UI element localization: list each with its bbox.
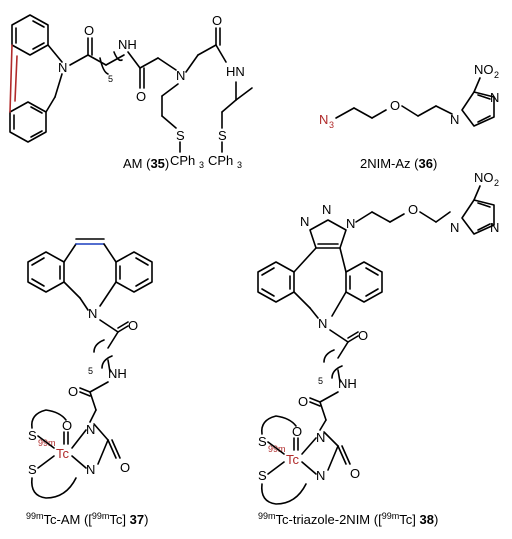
atom-s-35b: S <box>218 128 227 143</box>
benzene-ring-bottom <box>9 101 47 143</box>
alkyne-bond-highlight <box>9 44 13 113</box>
atom-n-38-im3: N <box>490 220 499 235</box>
caption-35: AM (35) <box>123 156 169 171</box>
compound-37-structure: N O 5 NH O N 99m Tc O S S N O <box>27 238 153 499</box>
svg-text:2: 2 <box>494 70 499 80</box>
atom-nh-37: NH <box>108 366 127 381</box>
atom-n-38c: N <box>316 468 325 483</box>
benzene-ring-38-right <box>345 261 383 303</box>
atom-o-36: O <box>390 98 400 113</box>
compound-38-structure: N N N O N N NO 2 N <box>257 170 499 505</box>
atom-o-38b: O <box>298 394 308 409</box>
atom-o-37a: O <box>128 318 138 333</box>
benzene-ring-37-right <box>115 251 153 293</box>
benzene-ring-top <box>11 14 49 56</box>
imidazole-ring-38 <box>461 199 495 235</box>
atom-o-37b: O <box>68 384 78 399</box>
azide-group: N <box>319 112 328 127</box>
compound-36-structure: N 3 O N N NO 2 <box>319 62 499 130</box>
atom-n-37b: N <box>86 422 95 437</box>
nitro-group-38: NO <box>474 170 494 185</box>
atom-n-37: N <box>88 306 97 321</box>
atom-n-38-tz3: N <box>346 216 355 231</box>
caption-36: 2NIM-Az (36) <box>360 156 437 171</box>
svg-text:3: 3 <box>199 160 204 170</box>
atom-o-35a: O <box>84 23 94 38</box>
atom-n-38b: N <box>316 430 325 445</box>
caption-37: 99mTc-AM ([99mTc] 37) <box>26 511 148 527</box>
atom-s-35a: S <box>176 128 185 143</box>
atom-n-37c: N <box>86 462 95 477</box>
caption-38: 99mTc-triazole-2NIM ([99mTc] 38) <box>258 511 438 527</box>
atom-cph3-35b: CPh <box>208 153 233 168</box>
atom-nh-38: NH <box>338 376 357 391</box>
atom-n-35: N <box>58 60 67 75</box>
atom-s-37b: S <box>28 462 37 477</box>
svg-text:3: 3 <box>237 160 242 170</box>
atom-o-35b: O <box>136 89 146 104</box>
svg-text:2: 2 <box>494 178 499 188</box>
atom-o-38-oxo: O <box>292 424 302 439</box>
atom-n3-36: N <box>490 90 499 105</box>
nitro-group-36: NO <box>474 62 494 77</box>
atom-hn-35: HN <box>226 64 245 79</box>
atom-s-38b: S <box>258 468 267 483</box>
atom-o-38a: O <box>358 328 368 343</box>
technetium-38: Tc <box>286 452 300 467</box>
compound-35-structure: N O 5 NH O N O HN S CPh 3 <box>9 13 253 170</box>
atom-o-37c: O <box>120 460 130 475</box>
atom-o-35c: O <box>212 13 222 28</box>
benzene-ring-37-left <box>27 251 65 293</box>
subscript-five-38: 5 <box>318 376 323 386</box>
triazole-ring-38 <box>309 219 347 249</box>
atom-n-38-tz2: N <box>322 202 331 217</box>
technetium-37: Tc <box>56 446 70 461</box>
atom-s-37a: S <box>28 428 37 443</box>
atom-o-38-ether: O <box>408 202 418 217</box>
svg-text:3: 3 <box>329 120 334 130</box>
atom-cph3-35a: CPh <box>170 153 195 168</box>
atom-s-38a: S <box>258 434 267 449</box>
atom-nh-35: NH <box>118 37 137 52</box>
imidazole-ring-36 <box>461 91 495 127</box>
atom-n-38-im1: N <box>450 220 459 235</box>
atom-o-38c: O <box>350 466 360 481</box>
atom-o-37-oxo: O <box>62 418 72 433</box>
atom-n1-36: N <box>450 112 459 127</box>
atom-n-38: N <box>318 316 327 331</box>
atom-n-38-tz1: N <box>300 214 309 229</box>
atom-n-35b: N <box>176 68 185 83</box>
benzene-ring-38-left <box>257 261 295 303</box>
subscript-five-37: 5 <box>88 366 93 376</box>
subscript-five-35: 5 <box>108 74 113 84</box>
